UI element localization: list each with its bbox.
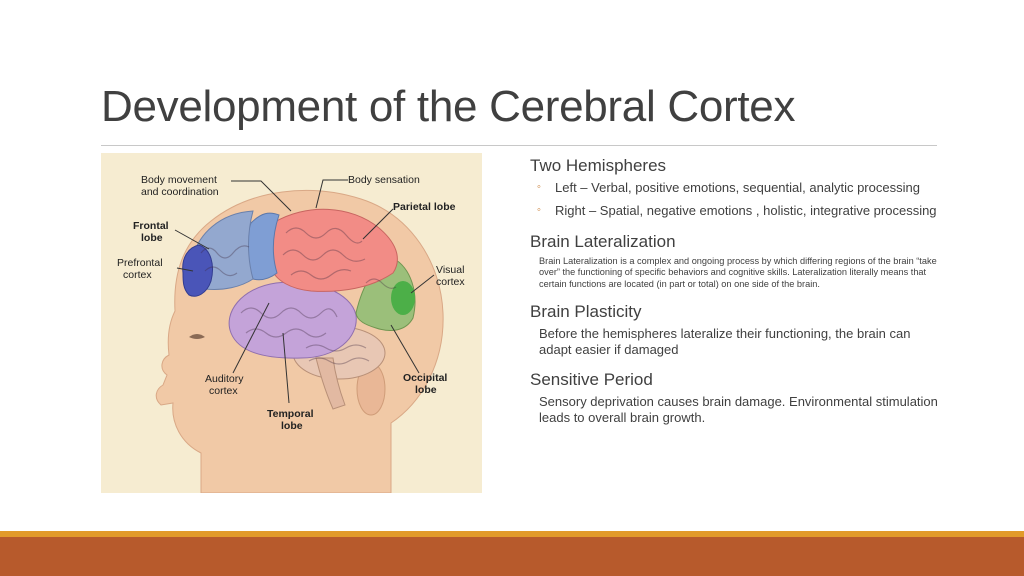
- label-prefrontal-cortex: cortex: [123, 269, 152, 281]
- label-body-sensation: Body sensation: [348, 174, 420, 186]
- label-occipital-lobe: lobe: [415, 384, 437, 396]
- label-frontal-lobe: lobe: [141, 232, 163, 244]
- heading-sensitive-period: Sensitive Period: [530, 370, 653, 390]
- accent-bar: [0, 531, 1024, 537]
- label-visual-cortex: cortex: [436, 276, 465, 288]
- slide-content: Two Hemispheres ◦ Left – Verbal, positiv…: [530, 156, 940, 438]
- text-brain-lateralization: Brain Lateralization is a complex and on…: [539, 256, 937, 289]
- text-sensitive-period: Sensory deprivation causes brain damage.…: [539, 394, 938, 425]
- temporal-lobe-shape: [228, 281, 357, 359]
- bullet-text: Left – Verbal, positive emotions, sequen…: [555, 180, 920, 195]
- brain-diagram: Body movement and coordination Body sens…: [101, 153, 482, 493]
- brain-illustration: [155, 179, 444, 493]
- bullet-text: Right – Spatial, negative emotions , hol…: [555, 202, 937, 218]
- bullet-right-hemisphere: ◦ Right – Spatial, negative emotions , h…: [530, 203, 940, 219]
- leader-lines: [174, 179, 435, 404]
- slide-title: Development of the Cerebral Cortex: [101, 82, 796, 131]
- label-occipital: Occipital: [403, 372, 448, 384]
- label-visual: Visual: [436, 264, 465, 276]
- label-auditory: Auditory: [205, 373, 244, 385]
- bullet-ring-icon: ◦: [537, 181, 541, 193]
- heading-brain-lateralization: Brain Lateralization: [530, 232, 676, 251]
- label-body-movement: Body movement: [141, 174, 217, 186]
- eye: [189, 334, 205, 339]
- label-temporal-lobe: lobe: [281, 420, 303, 432]
- bullet-ring-icon: ◦: [537, 203, 541, 216]
- heading-brain-plasticity: Brain Plasticity: [530, 302, 642, 322]
- visual-cortex-shape: [391, 281, 415, 315]
- label-parietal-lobe: Parietal lobe: [393, 201, 456, 213]
- prefrontal-cortex-shape: [182, 244, 213, 297]
- label-prefrontal: Prefrontal: [117, 257, 163, 269]
- label-auditory-cortex: cortex: [209, 385, 238, 397]
- text-brain-plasticity: Before the hemispheres lateralize their …: [539, 326, 911, 357]
- footer-bar: [0, 537, 1024, 576]
- label-temporal: Temporal: [267, 408, 314, 420]
- bullet-left-hemisphere: ◦ Left – Verbal, positive emotions, sequ…: [530, 180, 940, 196]
- gyri-lines: [200, 227, 397, 365]
- title-divider: [101, 145, 937, 146]
- label-frontal: Frontal: [133, 220, 169, 232]
- heading-two-hemispheres: Two Hemispheres: [530, 156, 667, 175]
- brain-stem: [315, 357, 346, 410]
- label-and-coordination: and coordination: [141, 186, 219, 198]
